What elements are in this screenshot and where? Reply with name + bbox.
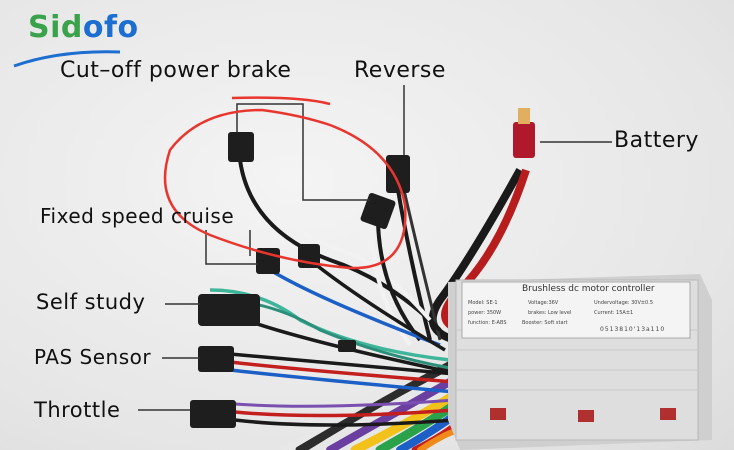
brake-connector-left-icon (228, 132, 254, 162)
label-cutoff-power-brake: Cut–off power brake (60, 58, 292, 83)
spec-booster: Booster: Soft start (522, 320, 568, 326)
spec-undervoltage: Undervoltage: 30V±0.5 (594, 300, 654, 306)
spec-function: function: E-ABS (468, 320, 507, 326)
spec-current: Current: 15A±1 (594, 310, 634, 316)
annotation-circle (163, 96, 407, 270)
logo-swoosh-icon (13, 50, 121, 68)
pas-connector-icon (198, 346, 234, 372)
label-self-study: Self study (36, 290, 146, 314)
spec-model: Model: SE-1 (468, 300, 498, 306)
brake-connector-right-icon (360, 192, 396, 230)
logo-text-a: Sid (28, 10, 83, 45)
spec-voltage: Voltage:36V (528, 300, 559, 306)
spec-brakes: brakes: Low level (528, 310, 572, 316)
label-throttle: Throttle (34, 398, 121, 422)
motor-controller (448, 274, 712, 450)
leader-brake (236, 103, 370, 201)
spec-power: power: 350W (468, 310, 502, 316)
logo-text-b: ofo (82, 10, 139, 45)
leader-cruise (205, 230, 258, 265)
label-reverse: Reverse (354, 58, 446, 83)
throttle-connector-icon (190, 400, 236, 428)
controller-screw-3 (660, 408, 676, 420)
self-study-connector-icon (198, 294, 260, 326)
controller-barcode: 0513810'13a110 (600, 326, 666, 333)
label-pas-sensor: PAS Sensor (34, 345, 152, 369)
label-battery: Battery (614, 128, 699, 153)
battery-connector-icon (513, 122, 535, 158)
battery-terminal (518, 108, 530, 124)
controller-title: Brushless dc motor controller (522, 284, 655, 294)
reverse-connector-icon (386, 155, 410, 193)
controller-screw-2 (578, 410, 594, 422)
label-fixed-speed-cruise: Fixed speed cruise (40, 204, 235, 228)
controller-label-plate (461, 281, 691, 339)
controller-screw-1 (490, 408, 506, 420)
brand-logo: Sidofo (28, 10, 139, 45)
